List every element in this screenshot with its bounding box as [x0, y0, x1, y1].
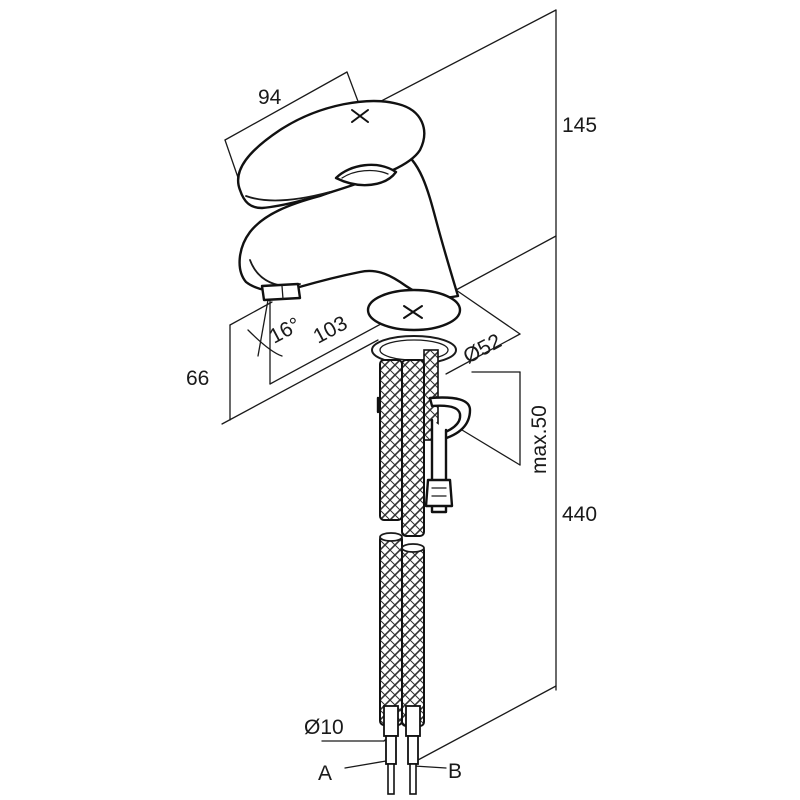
spout-height-label: 66: [186, 367, 209, 390]
lever-length-label: 94: [258, 86, 282, 109]
base-diameter-label: Ø52: [460, 329, 506, 368]
faucet-body: [237, 99, 462, 332]
supply-hoses: [379, 359, 425, 795]
connection-a-label: A: [318, 762, 332, 785]
hose-diameter-label: Ø10: [304, 716, 344, 739]
spout-angle-label: 16°: [266, 313, 305, 348]
total-height-label: 440: [562, 503, 597, 526]
upper-height-label: 145: [562, 114, 597, 137]
mounting-assembly: [371, 335, 472, 514]
connection-b-label: B: [448, 760, 462, 783]
max-deck-thickness-label: max.50: [528, 405, 551, 474]
